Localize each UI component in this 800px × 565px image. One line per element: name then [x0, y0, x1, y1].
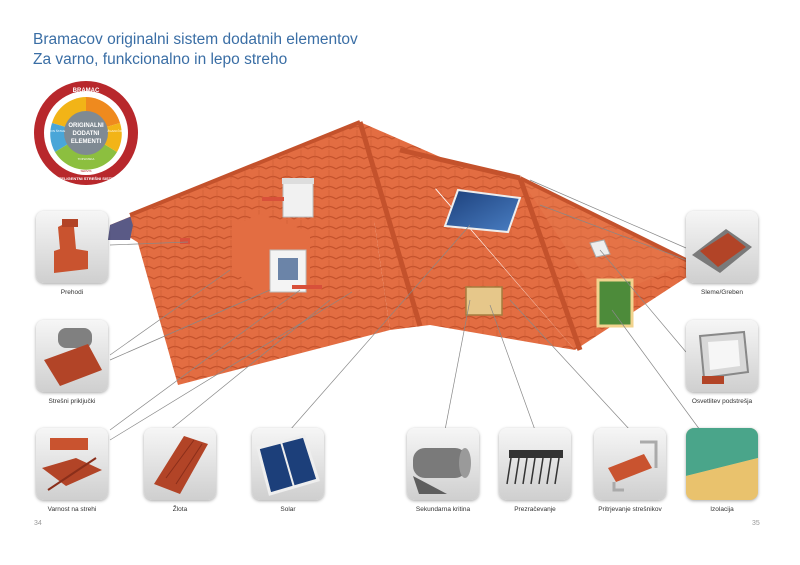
product-sleme: Sleme/Greben	[686, 211, 758, 296]
izolacija-photo	[686, 428, 758, 500]
product-solar: Solar	[252, 428, 324, 513]
varnost-photo	[36, 428, 108, 500]
osvetlitev-label: Osvetlitev podstrešja	[691, 398, 753, 405]
product-zlota: Žlota	[144, 428, 216, 513]
product-varnost: Varnost na strehi	[36, 428, 108, 513]
page-number-right: 35	[752, 520, 760, 527]
solar-photo	[252, 428, 324, 500]
product-stresni: Strešni priključki	[36, 320, 108, 405]
prezracevanje-photo	[499, 428, 571, 500]
prehodi-label: Prehodi	[60, 289, 84, 296]
sleme-photo	[686, 211, 758, 283]
heading-line-1: Bramacov originalni sistem dodatnih elem…	[33, 31, 358, 48]
solar-label: Solar	[280, 506, 296, 513]
badge-center-3: ELEMENTI	[71, 139, 102, 145]
stresni-label: Strešni priključki	[48, 398, 96, 405]
badge-top: BRAMAC	[73, 88, 100, 94]
sekundarna-photo	[407, 428, 479, 500]
bramac-badge: BRAMAC ORIGINALNI DODATNI ELEMENTI BETON…	[34, 81, 138, 185]
osvetlitev-photo	[686, 320, 758, 392]
badge-ring-text: INTELIGENTNI STREŠNI SISTEM	[55, 176, 118, 181]
badge-right: ŽGANI ČREPI	[107, 128, 126, 133]
zlota-label: Žlota	[172, 506, 188, 513]
badge-bottom-label: SERVIS	[81, 169, 92, 173]
prehodi-photo	[36, 211, 108, 283]
stresni-photo	[36, 320, 108, 392]
badge-center-2: DODATNI	[73, 131, 100, 137]
page-heading: Bramacov originalni sistem dodatnih elem…	[33, 30, 358, 70]
prezracevanje-label: Prezračevanje	[514, 506, 556, 513]
page-number-left: 34	[34, 520, 42, 527]
product-izolacija: Izolacija	[686, 428, 758, 513]
varnost-label: Varnost na strehi	[47, 506, 97, 513]
product-sekundarna: Sekundarna kritina	[407, 428, 479, 513]
badge-left: BETON ŠTAVE	[45, 128, 66, 133]
product-pritrjevanje: Pritrjevanje strešnikov	[594, 428, 666, 513]
badge-bottom-inner: TOPLINSKA	[78, 157, 95, 161]
zlota-photo	[144, 428, 216, 500]
sekundarna-label: Sekundarna kritina	[415, 506, 471, 513]
izolacija-label: Izolacija	[710, 506, 734, 513]
pritrjevanje-photo	[594, 428, 666, 500]
product-prehodi: Prehodi	[36, 211, 108, 296]
product-prezracevanje: Prezračevanje	[499, 428, 571, 513]
heading-line-2: Za varno, funkcionalno in lepo streho	[33, 51, 288, 68]
product-osvetlitev: Osvetlitev podstrešja	[686, 320, 758, 405]
pritrjevanje-label: Pritrjevanje strešnikov	[598, 506, 662, 513]
sleme-label: Sleme/Greben	[701, 289, 743, 296]
badge-center-1: ORIGINALNI	[68, 123, 104, 129]
